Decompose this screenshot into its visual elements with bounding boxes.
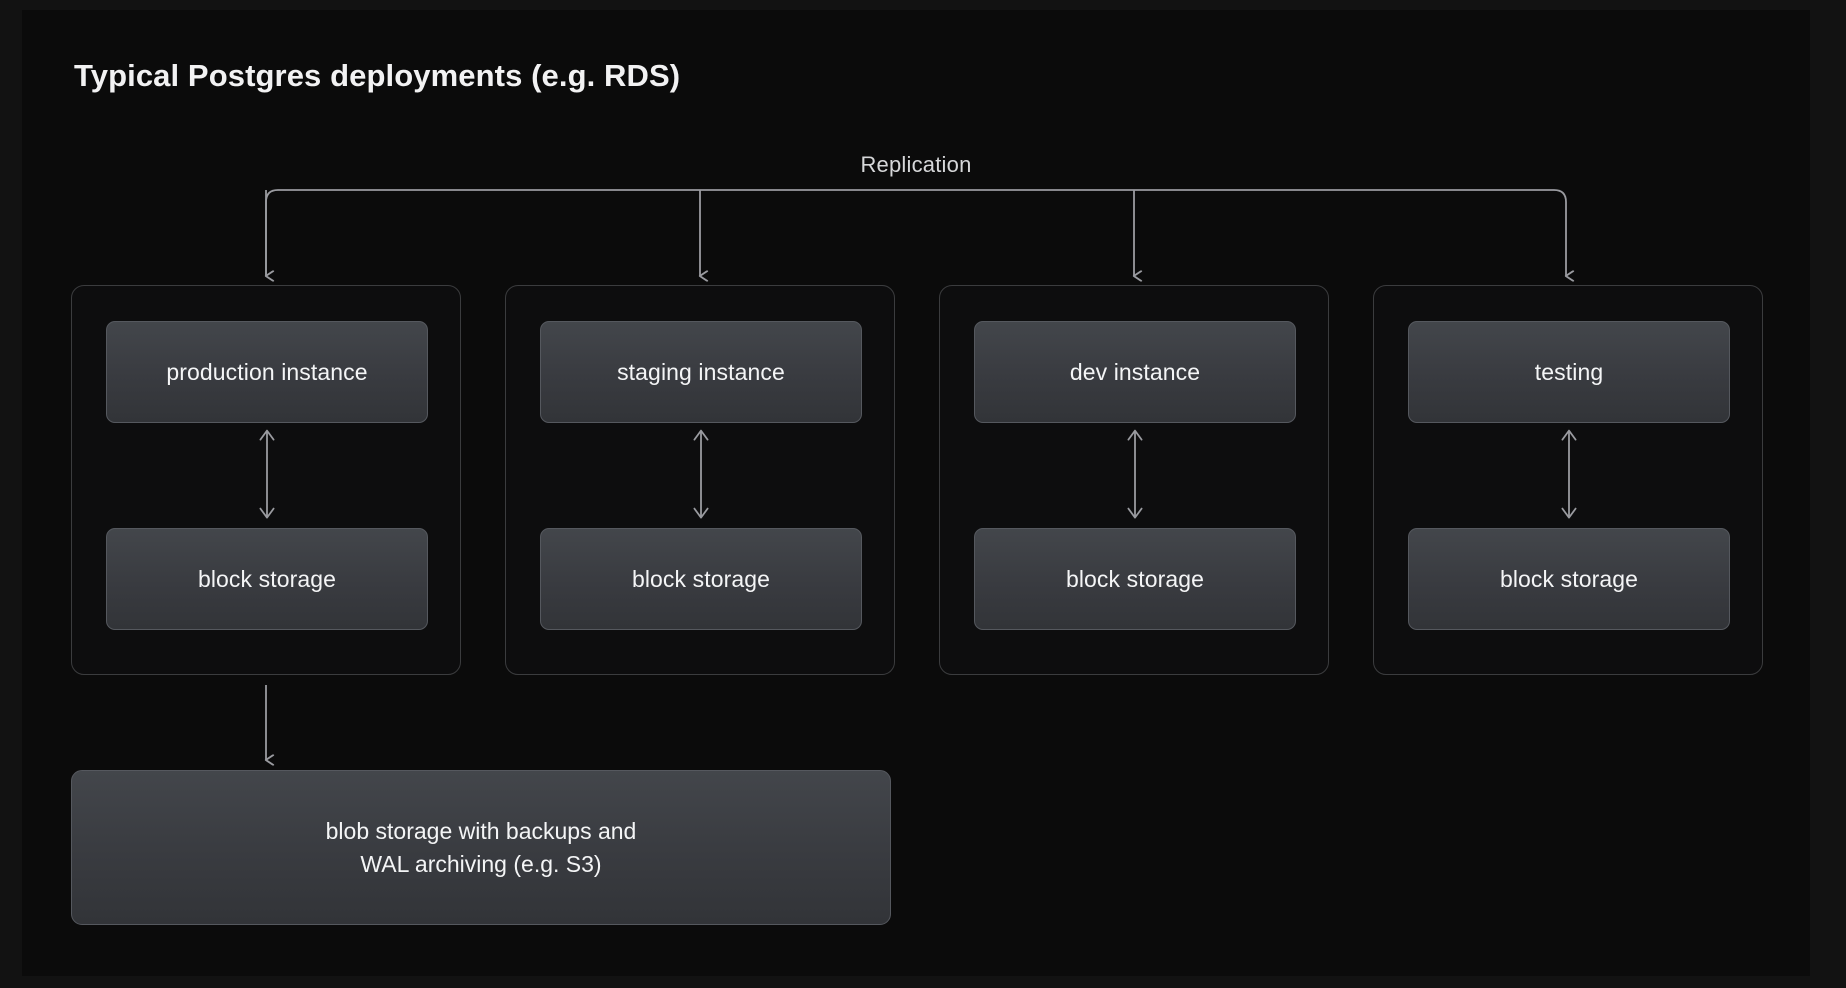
slide-card: Typical Postgres deployments (e.g. RDS) … <box>22 10 1810 976</box>
node-production-instance[interactable]: production instance <box>106 321 428 423</box>
node-blob-storage[interactable]: blob storage with backups and WAL archiv… <box>71 770 891 925</box>
env-group-testing: testing block storage <box>1373 285 1763 675</box>
node-testing-block-storage[interactable]: block storage <box>1408 528 1730 630</box>
node-dev-block-storage[interactable]: block storage <box>974 528 1296 630</box>
node-staging-block-storage[interactable]: block storage <box>540 528 862 630</box>
node-dev-instance[interactable]: dev instance <box>974 321 1296 423</box>
page-title: Typical Postgres deployments (e.g. RDS) <box>74 58 681 93</box>
env-group-production: production instance block storage <box>71 285 461 675</box>
env-group-staging: staging instance block storage <box>505 285 895 675</box>
node-production-block-storage[interactable]: block storage <box>106 528 428 630</box>
env-group-dev: dev instance block storage <box>939 285 1329 675</box>
node-staging-instance[interactable]: staging instance <box>540 321 862 423</box>
node-testing-instance[interactable]: testing <box>1408 321 1730 423</box>
replication-label: Replication <box>860 152 972 177</box>
